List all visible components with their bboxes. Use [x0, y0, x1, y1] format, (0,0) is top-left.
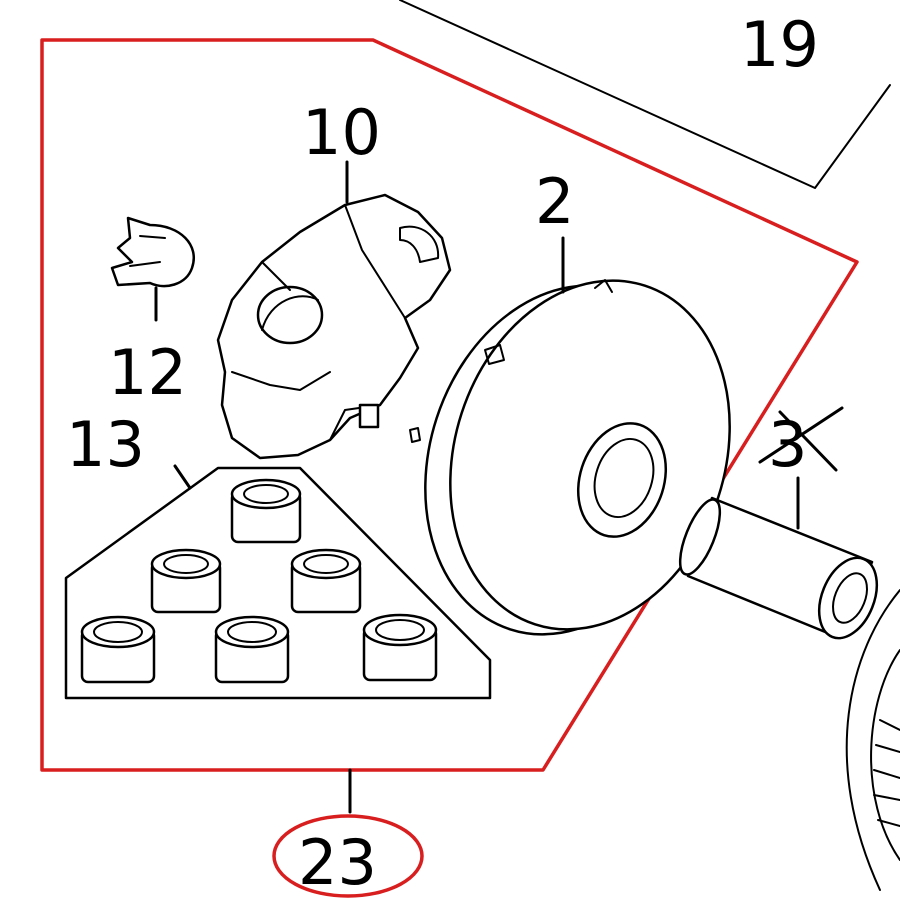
- callout-10: 10: [302, 96, 381, 169]
- roller: [214, 615, 290, 684]
- roller: [290, 548, 362, 614]
- callout-23: 23: [298, 826, 377, 899]
- part-13-roller-set: [64, 466, 492, 700]
- callout-12: 12: [108, 336, 187, 409]
- adjacent-clutch-assembly: [845, 589, 900, 891]
- roller: [362, 613, 438, 682]
- callout-13: 13: [66, 408, 145, 481]
- callout-19: 19: [740, 8, 819, 81]
- part-19-outline: [399, 0, 891, 189]
- leader-13: [173, 464, 192, 490]
- part-10-ramp-plate: [216, 193, 452, 460]
- roller: [80, 615, 156, 684]
- cross-out-mark: [758, 406, 844, 472]
- part-12-clip: [110, 216, 195, 288]
- callout-2: 2: [535, 165, 574, 238]
- part-3-bushing: [678, 496, 879, 640]
- roller: [230, 478, 302, 544]
- part-2-drive-pulley: [409, 279, 731, 636]
- roller: [150, 548, 222, 614]
- callout-23-circle: [272, 814, 424, 898]
